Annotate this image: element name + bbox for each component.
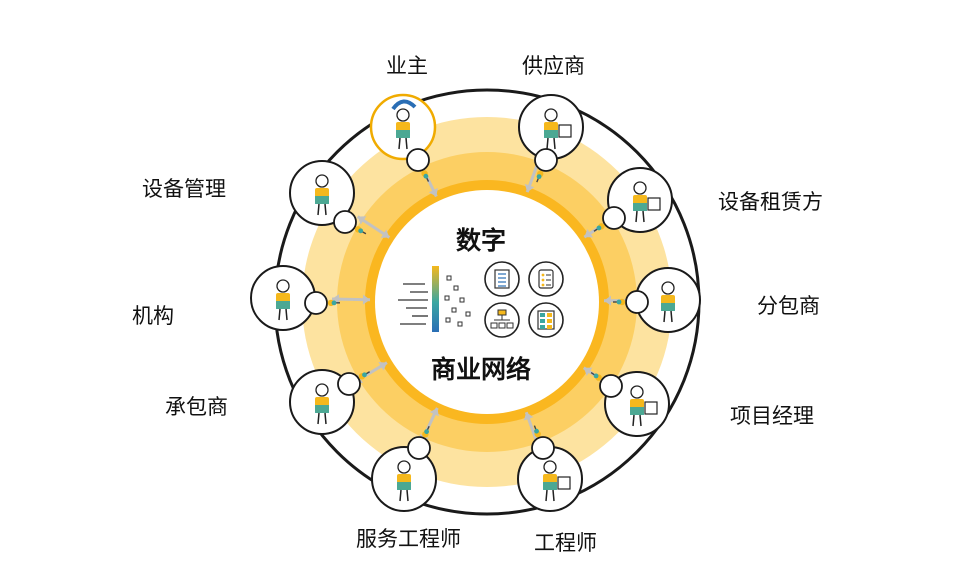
headset-operator-icon bbox=[315, 174, 329, 216]
node-bubble bbox=[531, 436, 555, 460]
arrow-head bbox=[378, 361, 387, 371]
person-head-icon bbox=[391, 99, 417, 150]
center-graphic bbox=[398, 261, 564, 338]
data-dot bbox=[459, 297, 465, 303]
server-rack-icon bbox=[528, 302, 564, 338]
arrow-head bbox=[583, 367, 593, 376]
label-equipment-lessor: 设备租赁方 bbox=[718, 190, 823, 214]
desk-worker-icon bbox=[630, 385, 658, 427]
data-dot bbox=[451, 307, 457, 313]
pin-dot bbox=[424, 429, 429, 435]
arrow-head bbox=[429, 407, 439, 417]
data-dot bbox=[444, 295, 450, 301]
arrow-head bbox=[357, 216, 367, 225]
label-institution: 机构 bbox=[132, 304, 174, 328]
node-service-engineer bbox=[371, 425, 437, 512]
hand-truck-icon bbox=[544, 108, 572, 150]
arrow-head bbox=[524, 183, 535, 193]
node-contractor bbox=[289, 369, 370, 435]
arrow-head bbox=[332, 294, 340, 305]
label-service-engineer: 服务工程师 bbox=[356, 527, 461, 551]
node-equipment-management bbox=[289, 160, 367, 235]
kneeling-engineer-icon bbox=[543, 460, 571, 502]
label-supplier: 供应商 bbox=[522, 54, 585, 78]
label-equipment-management: 设备管理 bbox=[142, 177, 226, 201]
pin-dot bbox=[534, 428, 539, 434]
gradient-bar bbox=[432, 266, 439, 332]
label-contractor: 承包商 bbox=[165, 395, 228, 419]
label-project-manager: 项目经理 bbox=[730, 404, 814, 428]
node-bubble bbox=[304, 291, 328, 315]
node-engineer bbox=[517, 425, 583, 512]
node-bubble bbox=[333, 210, 357, 234]
node-layer bbox=[250, 93, 701, 512]
pin-dot bbox=[616, 299, 622, 305]
checklist-icon bbox=[528, 261, 564, 297]
equipment-worker-icon bbox=[633, 181, 661, 223]
pin-dot bbox=[593, 373, 599, 379]
label-owner: 业主 bbox=[386, 54, 428, 78]
node-bubble bbox=[625, 290, 649, 314]
node-project-manager bbox=[590, 371, 670, 437]
node-bubble bbox=[337, 372, 361, 396]
arrow-head bbox=[380, 229, 390, 238]
arrow-head bbox=[362, 294, 371, 305]
data-dot bbox=[457, 321, 463, 327]
data-dot bbox=[446, 275, 452, 281]
node-bubble bbox=[602, 206, 626, 230]
org-chart-icon bbox=[484, 302, 520, 338]
label-engineer: 工程师 bbox=[534, 531, 597, 555]
two-workers-icon bbox=[661, 281, 675, 323]
arrow-head bbox=[523, 412, 534, 421]
pin-dot bbox=[536, 174, 542, 180]
pin-dot bbox=[362, 372, 367, 378]
data-dot bbox=[445, 317, 451, 323]
arrow-head bbox=[603, 295, 612, 306]
center-title-bottom: 商业网络 bbox=[431, 355, 532, 384]
data-dot bbox=[465, 311, 471, 317]
node-supplier bbox=[518, 94, 584, 183]
presenter-icon bbox=[276, 279, 290, 321]
pin-dot bbox=[358, 228, 364, 234]
pin-dot bbox=[423, 173, 429, 179]
shield-person-icon bbox=[397, 460, 411, 502]
node-institution bbox=[250, 265, 341, 331]
worker-with-tool-icon bbox=[315, 383, 329, 425]
node-subcontractor bbox=[613, 267, 701, 333]
node-bubble bbox=[407, 436, 431, 460]
center-disc bbox=[375, 190, 599, 414]
document-icon bbox=[484, 261, 520, 297]
node-equipment-lessor bbox=[593, 167, 673, 233]
node-bubble bbox=[534, 148, 558, 172]
arrow-head bbox=[428, 188, 438, 197]
pin-dot bbox=[596, 225, 602, 231]
arrow-head bbox=[584, 229, 593, 238]
node-bubble bbox=[406, 148, 430, 172]
data-dot bbox=[453, 285, 459, 291]
node-bubble bbox=[599, 374, 623, 398]
center-title-top: 数字 bbox=[456, 226, 507, 255]
label-subcontractor: 分包商 bbox=[757, 294, 820, 318]
node-owner bbox=[369, 93, 437, 182]
pin-dot bbox=[331, 300, 337, 306]
